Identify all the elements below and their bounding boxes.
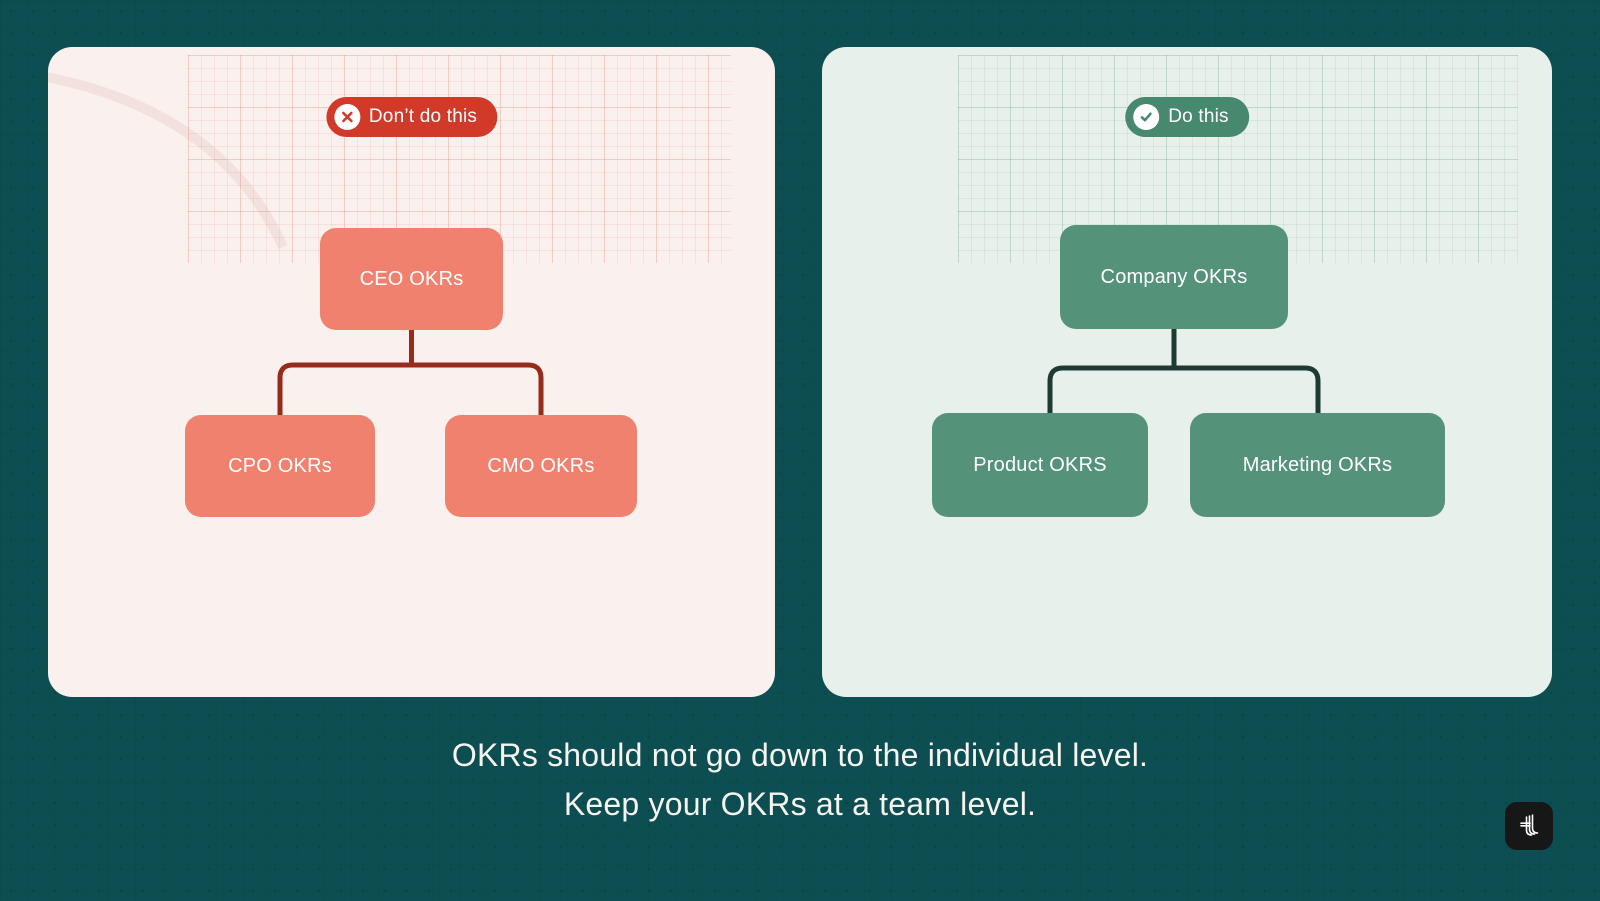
node-marketing-okrs: Marketing OKRs (1190, 413, 1445, 517)
caption: OKRs should not go down to the individua… (0, 731, 1600, 829)
lattice-logo (1505, 802, 1553, 850)
node-company-okrs: Company OKRs (1060, 225, 1288, 329)
do-badge-label: Do this (1168, 106, 1229, 127)
node-product-okrs: Product OKRS (932, 413, 1148, 517)
check-circle-icon (1133, 104, 1160, 130)
node-cmo-okrs: CMO OKRs (445, 415, 637, 517)
caption-line-2: Keep your OKRs at a team level. (563, 786, 1037, 822)
do-badge: Do this (1125, 97, 1249, 137)
caption-line-1: OKRs should not go down to the individua… (451, 737, 1149, 773)
dont-badge: Don’t do this (325, 97, 498, 137)
dont-badge-label: Don’t do this (368, 106, 478, 127)
lattice-mark-icon (1520, 814, 1539, 836)
x-circle-icon (333, 104, 360, 130)
do-panel: Do this Company OKRs Product OKRS Market… (822, 47, 1552, 697)
dont-panel: Don’t do this CEO OKRs CPO OKRs CMO OKRs (48, 47, 775, 697)
node-cpo-okrs: CPO OKRs (185, 415, 375, 517)
node-ceo-okrs: CEO OKRs (320, 228, 503, 330)
